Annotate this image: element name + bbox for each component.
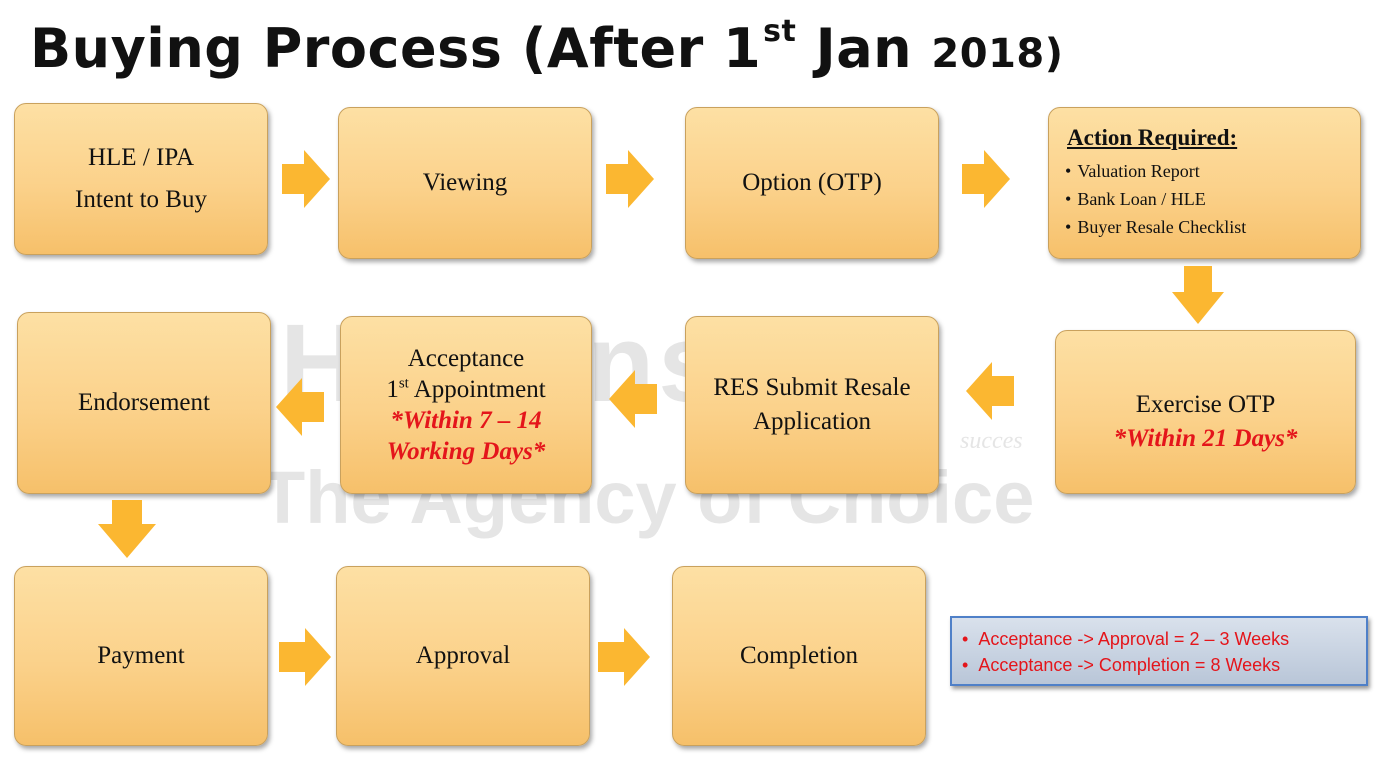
watermark-tagline: succes [960,428,1023,454]
appointment-rest: Appointment [408,375,546,403]
step-acceptance-note1: *Within 7 – 14 [390,407,542,434]
step-acceptance: Acceptance 1st Appointment *Within 7 – 1… [340,316,592,494]
step-completion-label: Completion [739,642,859,670]
note-item: Acceptance -> Approval = 2 – 3 Weeks [962,626,1366,652]
step-viewing-label: Viewing [422,169,508,197]
step-payment-label: Payment [97,642,185,670]
step-exercise-note: *Within 21 Days* [1113,425,1298,452]
title-rest: Jan [796,17,932,80]
title-year: 2018) [931,31,1064,77]
note-item: Acceptance -> Completion = 8 Weeks [962,652,1366,678]
appointment-sup: st [398,375,409,392]
step-completion: Completion [672,566,926,746]
arrow-left-icon [966,362,1014,420]
arrow-right-icon [598,628,650,686]
action-item: Buyer Resale Checklist [1065,213,1246,241]
action-item: Valuation Report [1065,157,1246,185]
appointment-num: 1 [386,375,399,403]
step-res-submit: RES Submit Resale Application [685,316,939,494]
step-viewing: Viewing [338,107,592,259]
arrow-down-icon [98,500,156,558]
timeline-note: Acceptance -> Approval = 2 – 3 Weeks Acc… [950,616,1368,686]
step-approval-label: Approval [415,642,511,670]
step-hle-line2: Intent to Buy [75,186,207,213]
step-hle-ipa: HLE / IPA Intent to Buy [14,103,268,255]
page-title: Buying Process (After 1st Jan 2018) [30,14,1064,80]
step-endorsement-label: Endorsement [78,389,210,417]
step-option-label: Option (OTP) [742,169,882,197]
arrow-right-icon [962,150,1010,208]
step-payment: Payment [14,566,268,746]
step-res-line1: RES Submit Resale [713,374,911,402]
action-item: Bank Loan / HLE [1065,185,1246,213]
step-approval: Approval [336,566,590,746]
arrow-left-icon [276,378,324,436]
step-res-line2: Application [752,408,872,435]
arrow-right-icon [606,150,654,208]
step-acceptance-line1: Acceptance [407,344,525,372]
step-acceptance-line2: 1st Appointment [386,374,545,405]
step-endorsement: Endorsement [17,312,271,494]
arrow-left-icon [609,370,657,428]
title-main: Buying Process (After 1 [30,17,762,80]
step-exercise-otp: Exercise OTP *Within 21 Days* [1055,330,1356,494]
title-sup: st [763,14,797,49]
step-action-required: Action Required: Valuation Report Bank L… [1048,107,1361,259]
step-acceptance-note2: Working Days* [386,438,546,466]
arrow-right-icon [282,150,330,208]
step-exercise-label: Exercise OTP [1135,391,1276,419]
action-list: Valuation Report Bank Loan / HLE Buyer R… [1065,157,1246,241]
arrow-right-icon [279,628,331,686]
step-hle-line1: HLE / IPA [87,144,195,172]
step-option: Option (OTP) [685,107,939,259]
arrow-down-icon [1172,266,1224,324]
action-heading: Action Required: [1067,125,1238,150]
